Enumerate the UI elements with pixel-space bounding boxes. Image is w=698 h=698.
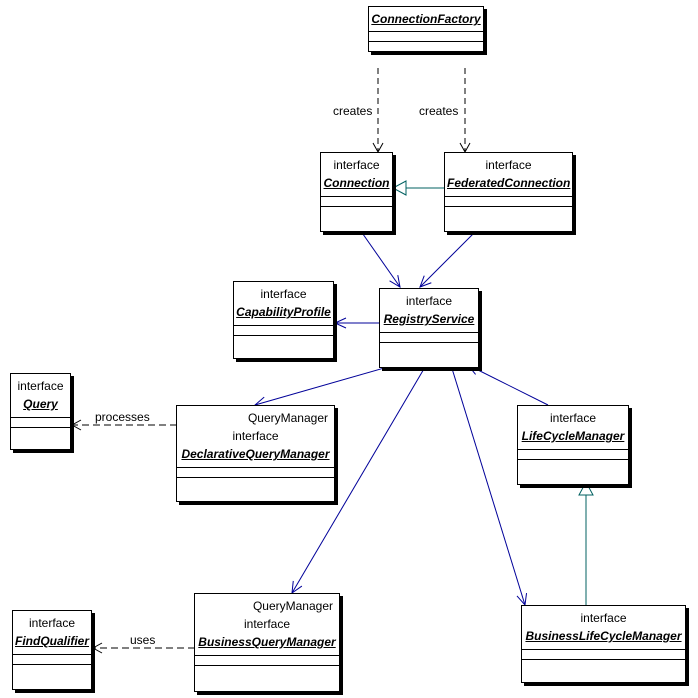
class-name: BusinessQueryManager (198, 635, 336, 649)
creates-label-federated: creates (419, 104, 459, 118)
class-name: DeclarativeQueryManager (181, 447, 330, 461)
operations-compartment (11, 428, 70, 449)
class-stereotype: interface (580, 611, 627, 625)
class-stereotype: interface (485, 158, 532, 172)
federated-registry-association (419, 226, 481, 288)
operations-compartment (195, 666, 339, 691)
class-stereotype: interface (17, 379, 64, 393)
class-parent: QueryManager (247, 411, 328, 425)
attributes-compartment (195, 656, 339, 666)
attributes-compartment (321, 197, 392, 207)
class-stereotype: interface (28, 616, 76, 630)
class-name: FindQualifier (15, 634, 90, 648)
class-stereotype: interface (232, 429, 279, 443)
attributes-compartment (522, 650, 685, 660)
class-name: Connection (323, 176, 390, 190)
creates-label-connection: creates (333, 104, 373, 118)
class-name: BusinessLifeCycleManager (525, 629, 682, 643)
operations-compartment (380, 343, 478, 367)
registry-declarative-association (253, 361, 406, 408)
attributes-compartment (380, 333, 478, 343)
operations-compartment (518, 460, 628, 484)
class-name: CapabilityProfile (236, 305, 331, 319)
attributes-compartment (445, 197, 572, 207)
class-stereotype: interface (333, 158, 380, 172)
attributes-compartment (11, 418, 70, 428)
class-name: Query (23, 397, 58, 411)
class-connection-factory[interactable]: ConnectionFactory (368, 6, 484, 52)
attributes-compartment (369, 32, 483, 42)
attributes-compartment (13, 655, 91, 665)
attributes-compartment (518, 450, 628, 460)
class-parent: QueryManager (252, 599, 333, 613)
operations-compartment (445, 207, 572, 231)
operations-compartment (234, 336, 333, 358)
class-name: ConnectionFactory (371, 12, 481, 26)
class-stereotype: interface (243, 617, 291, 631)
class-stereotype: interface (405, 294, 453, 308)
operations-compartment (369, 42, 483, 51)
processes-label: processes (95, 410, 150, 424)
operations-compartment (321, 207, 392, 231)
operations-compartment (177, 478, 334, 501)
registry-businesslifecycle-association (449, 361, 528, 607)
lifecycle-registry-association (466, 364, 549, 406)
class-name: RegistryService (383, 312, 475, 326)
uses-label: uses (130, 633, 156, 647)
attributes-compartment (177, 468, 334, 478)
class-stereotype: interface (549, 411, 597, 425)
class-name: LifeCycleManager (521, 429, 625, 443)
attributes-compartment (234, 326, 333, 336)
connection-registry-association (357, 226, 401, 288)
registry-businessquery-association (291, 361, 429, 595)
operations-compartment (522, 660, 685, 682)
class-stereotype: interface (260, 287, 307, 301)
operations-compartment (13, 665, 91, 689)
class-name: FederatedConnection (447, 176, 571, 190)
